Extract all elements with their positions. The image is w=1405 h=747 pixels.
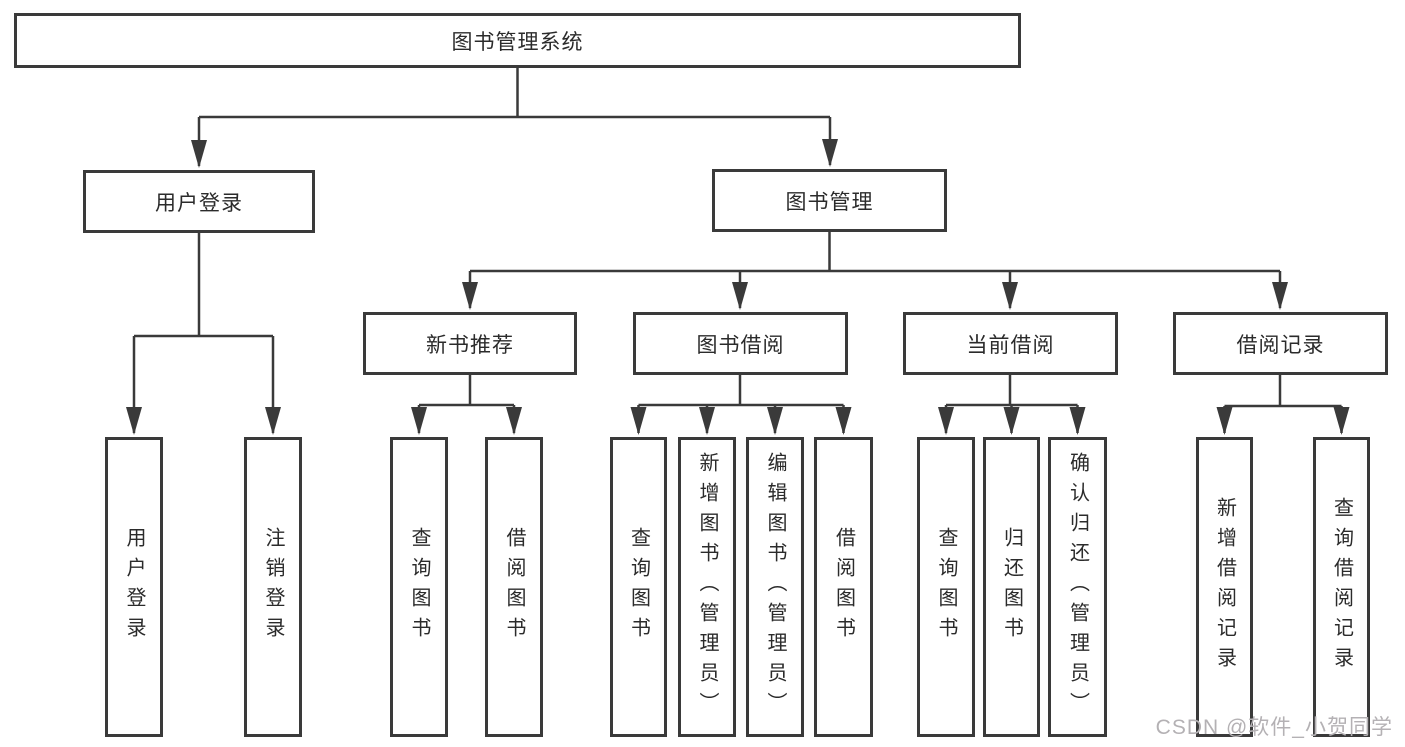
leaf-query-books-current-label: 查询图书 bbox=[935, 527, 957, 647]
leaf-query-books-recommend: 查询图书 bbox=[390, 437, 448, 737]
leaf-edit-book-admin-label: 编辑图书（管理员） bbox=[764, 452, 786, 722]
node-new-book-recommend: 新书推荐 bbox=[363, 312, 577, 375]
leaf-query-borrow-record: 查询借阅记录 bbox=[1313, 437, 1370, 737]
leaf-return-books: 归还图书 bbox=[983, 437, 1040, 737]
leaf-add-book-admin: 新增图书（管理员） bbox=[678, 437, 736, 737]
leaf-user-login-label: 用户登录 bbox=[123, 527, 145, 647]
node-book-management: 图书管理 bbox=[712, 169, 947, 232]
leaf-logout-label: 注销登录 bbox=[262, 527, 284, 647]
leaf-add-borrow-record-label: 新增借阅记录 bbox=[1213, 497, 1236, 677]
leaf-add-borrow-record: 新增借阅记录 bbox=[1196, 437, 1253, 737]
leaf-query-books-recommend-label: 查询图书 bbox=[408, 527, 430, 647]
leaf-borrow-books: 借阅图书 bbox=[814, 437, 873, 737]
node-root: 图书管理系统 bbox=[14, 13, 1021, 68]
leaf-borrow-books-recommend-label: 借阅图书 bbox=[503, 527, 525, 647]
node-user-login: 用户登录 bbox=[83, 170, 315, 233]
leaf-query-books-borrow-label: 查询图书 bbox=[627, 527, 650, 647]
node-borrow-records: 借阅记录 bbox=[1173, 312, 1388, 375]
leaf-return-books-label: 归还图书 bbox=[1000, 527, 1023, 647]
leaf-confirm-return-admin: 确认归还（管理员） bbox=[1048, 437, 1107, 737]
leaf-query-borrow-record-label: 查询借阅记录 bbox=[1330, 497, 1353, 677]
leaf-query-books-borrow: 查询图书 bbox=[610, 437, 667, 737]
leaf-borrow-books-label: 借阅图书 bbox=[832, 527, 855, 647]
node-current-borrow: 当前借阅 bbox=[903, 312, 1118, 375]
leaf-query-books-current: 查询图书 bbox=[917, 437, 975, 737]
leaf-borrow-books-recommend: 借阅图书 bbox=[485, 437, 543, 737]
leaf-logout: 注销登录 bbox=[244, 437, 302, 737]
leaf-add-book-admin-label: 新增图书（管理员） bbox=[696, 452, 718, 722]
node-book-borrow: 图书借阅 bbox=[633, 312, 848, 375]
leaf-edit-book-admin: 编辑图书（管理员） bbox=[746, 437, 804, 737]
leaf-user-login: 用户登录 bbox=[105, 437, 163, 737]
leaf-confirm-return-admin-label: 确认归还（管理员） bbox=[1066, 452, 1089, 722]
